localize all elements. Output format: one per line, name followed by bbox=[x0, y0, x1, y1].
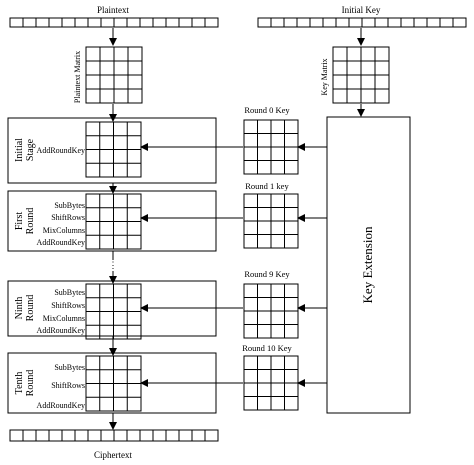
initial-stage-matrix bbox=[85, 121, 142, 178]
initial-stage-name: InitialStage bbox=[14, 138, 36, 162]
plaintext-matrix bbox=[85, 46, 143, 104]
initial-key-strip bbox=[257, 17, 467, 28]
ciphertext-strip bbox=[9, 429, 219, 442]
ninth-round-op-addroundkey: AddRoundKey bbox=[37, 326, 85, 335]
first-round-matrix bbox=[85, 193, 142, 250]
rounds-ellipsis: ⋮ bbox=[109, 260, 118, 270]
round-9-key-label: Round 9 Key bbox=[244, 269, 290, 279]
tenth-round-name: TenthRound bbox=[14, 370, 36, 397]
key-extension-label: Key Extension bbox=[360, 226, 375, 303]
plaintext-matrix-label: Plaintext Matrix bbox=[73, 51, 82, 103]
tenth-round-matrix bbox=[85, 355, 142, 412]
key-matrix-label: Key Matrix bbox=[320, 58, 329, 95]
ninth-round-op-shiftrows: ShiftRows bbox=[51, 301, 85, 310]
ciphertext-label: Ciphertext bbox=[94, 450, 132, 460]
key-extension-box bbox=[326, 116, 411, 414]
tenth-round-op-shiftrows: ShiftRows bbox=[51, 381, 85, 390]
round-9-key-matrix bbox=[243, 283, 299, 339]
first-round-op-mixcolumns: MixColumns bbox=[43, 226, 85, 235]
round-1-key-label: Round 1 key bbox=[245, 181, 289, 191]
initial-stage-op-addroundkey: AddRoundKey bbox=[37, 146, 85, 155]
ninth-round-op-mixcolumns: MixColumns bbox=[43, 314, 85, 323]
plaintext-label: Plaintext bbox=[97, 5, 129, 15]
round-1-key-matrix bbox=[243, 193, 299, 249]
round-10-key-label: Round 10 Key bbox=[242, 343, 292, 353]
first-round-op-shiftrows: ShiftRows bbox=[51, 213, 85, 222]
first-round-name: FirstRound bbox=[14, 208, 36, 235]
round-10-key-matrix bbox=[243, 355, 299, 411]
tenth-round-op-addroundkey: AddRoundKey bbox=[37, 401, 85, 410]
tenth-round-op-subbytes: SubBytes bbox=[54, 363, 85, 372]
ninth-round-matrix bbox=[85, 283, 142, 340]
first-round-op-addroundkey: AddRoundKey bbox=[37, 238, 85, 247]
round-0-key-label: Round 0 Key bbox=[244, 105, 290, 115]
key-matrix bbox=[332, 46, 390, 104]
ninth-round-op-subbytes: SubBytes bbox=[54, 288, 85, 297]
plaintext-strip bbox=[9, 17, 219, 28]
round-0-key-matrix bbox=[243, 119, 299, 175]
initial-key-label: Initial Key bbox=[342, 5, 381, 15]
ninth-round-name: NinthRound bbox=[14, 295, 36, 322]
first-round-op-subbytes: SubBytes bbox=[54, 201, 85, 210]
